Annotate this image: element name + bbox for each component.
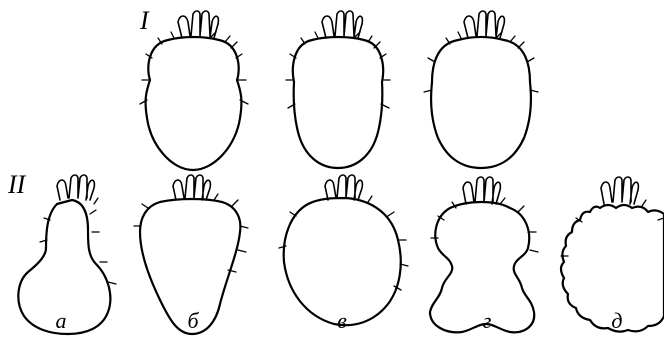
mouthparts xyxy=(463,177,500,204)
setae xyxy=(286,32,390,108)
mouthparts xyxy=(325,175,362,200)
row-label-1: I xyxy=(140,6,149,36)
caption-v: в xyxy=(327,308,357,334)
row-1-shape-3 xyxy=(424,11,538,168)
row-1-shape-2 xyxy=(286,11,390,168)
caption-b: б xyxy=(178,308,208,334)
mouthparts xyxy=(601,177,638,204)
body-outline xyxy=(293,37,383,168)
mouthparts xyxy=(322,11,362,38)
caption-g: г xyxy=(472,308,502,334)
body-outline xyxy=(431,37,531,168)
mouthparts xyxy=(464,11,504,38)
setae xyxy=(431,198,538,252)
body-outline xyxy=(284,198,401,325)
setae xyxy=(140,32,248,104)
mouthparts xyxy=(57,175,94,200)
mouthparts xyxy=(173,175,210,200)
body-outline xyxy=(146,37,242,170)
row-2-shape-v xyxy=(279,175,408,325)
setae xyxy=(424,32,538,92)
caption-d: д xyxy=(602,308,632,334)
setae xyxy=(561,200,664,256)
row-1-shape-1 xyxy=(140,11,248,170)
caption-a: а xyxy=(46,308,76,334)
row-label-2: II xyxy=(8,170,25,200)
mouthparts xyxy=(178,11,218,38)
